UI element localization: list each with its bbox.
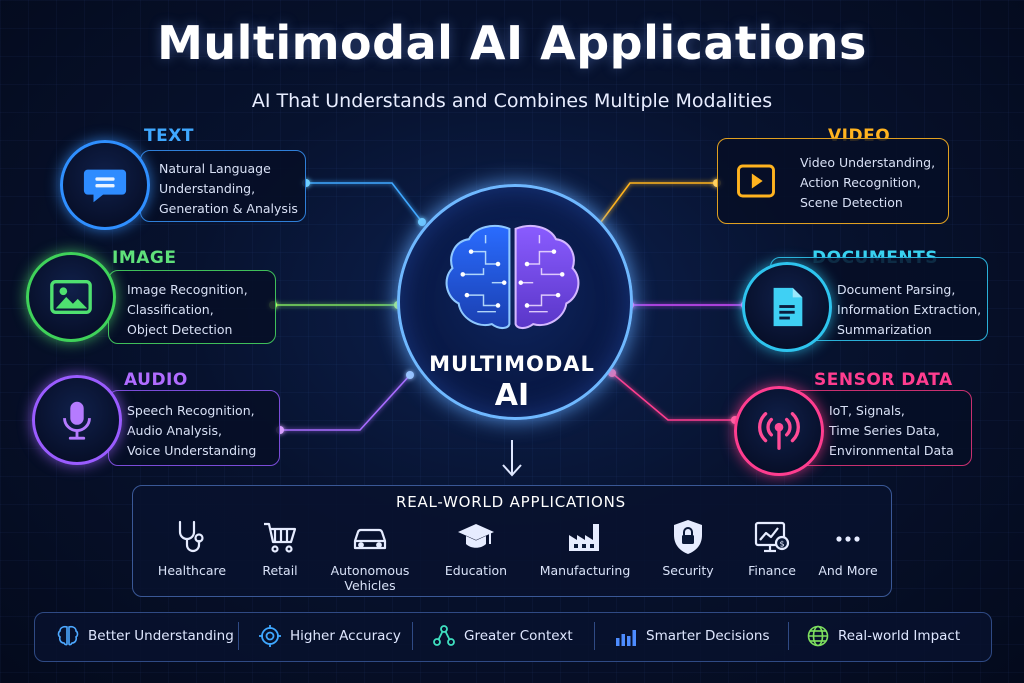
finance-chart-icon: $ <box>754 521 790 553</box>
sensor-desc-line: Environmental Data <box>829 443 954 458</box>
video-connector <box>597 182 717 227</box>
benefit-smarter-decisions: Smarter Decisions <box>614 622 770 650</box>
text-desc-line: Understanding, <box>159 181 256 196</box>
app-label: Security <box>662 563 714 578</box>
video-desc-line: Action Recognition, <box>800 175 921 190</box>
image-modality-box: Image Recognition, Classification, Objec… <box>108 270 276 344</box>
text-hub-node <box>418 218 426 226</box>
globe-icon <box>807 625 829 647</box>
factory-icon <box>569 524 599 551</box>
picture-icon <box>50 279 92 315</box>
app-label: Finance <box>748 563 796 578</box>
benefit-higher-accuracy: Higher Accuracy <box>258 622 401 650</box>
benefit-label: Higher Accuracy <box>290 628 401 644</box>
brain-icon <box>57 625 79 646</box>
audio-desc-line: Voice Understanding <box>127 443 257 458</box>
applications-title: REAL-WORLD APPLICATIONS <box>395 493 627 511</box>
image-icon-circle <box>26 252 116 342</box>
app-healthcare: Healthcare <box>144 517 240 578</box>
audio-modality-title: AUDIO <box>124 370 188 390</box>
app-security: Security <box>640 517 736 578</box>
graduation-cap-icon <box>458 524 494 548</box>
shield-lock-icon <box>674 520 702 554</box>
text-desc-line: Generation & Analysis <box>159 201 298 216</box>
chat-bubble-icon <box>83 169 127 203</box>
bar-chart-icon <box>616 630 636 646</box>
video-desc-line: Video Understanding, <box>800 155 936 170</box>
sensor-connector <box>611 372 735 421</box>
app-label: Education <box>444 563 508 578</box>
audio-desc-line: Audio Analysis, <box>127 423 222 438</box>
app-label: Autonomous Vehicles <box>330 563 410 593</box>
app-label: Manufacturing <box>539 563 631 578</box>
car-icon <box>353 528 387 550</box>
app-label: Retail <box>262 563 298 578</box>
audio-icon-circle <box>32 375 122 465</box>
image-desc-line: Object Detection <box>127 322 233 337</box>
brain-circuit-icon <box>445 225 580 330</box>
applications-panel <box>132 485 892 597</box>
signal-icon <box>758 412 800 450</box>
sensor-modality-title: SENSOR DATA <box>814 370 953 390</box>
benefit-greater-context: Greater Context <box>432 622 573 650</box>
app-finance: $ Finance <box>724 517 820 578</box>
audio-modality-box: Speech Recognition, Audio Analysis, Voic… <box>108 390 280 466</box>
benefit-real-world-impact: Real-world Impact <box>806 622 960 650</box>
hub-label-line2: AI <box>494 378 530 413</box>
benefit-label: Smarter Decisions <box>646 628 770 644</box>
documents-desc-line: Summarization <box>837 322 932 337</box>
text-connector <box>306 182 423 223</box>
page-subtitle: AI That Understands and Combines Multipl… <box>251 90 773 112</box>
benefit-label: Greater Context <box>464 628 573 644</box>
video-desc-line: Scene Detection <box>800 195 903 210</box>
page-title: Multimodal AI Applications <box>157 16 867 70</box>
microphone-icon <box>63 401 91 440</box>
benefit-better-understanding: Better Understanding <box>56 622 234 650</box>
more-dots-icon <box>836 536 860 542</box>
image-desc-line: Image Recognition, <box>127 282 248 297</box>
benefit-divider <box>594 622 595 650</box>
audio-hub-node <box>406 371 414 379</box>
document-icon <box>773 287 803 327</box>
benefit-divider <box>788 622 789 650</box>
benefit-divider <box>238 622 239 650</box>
sensor-icon-circle <box>734 386 824 476</box>
audio-connector <box>280 374 411 431</box>
text-icon-circle <box>60 140 150 230</box>
audio-desc-line: Speech Recognition, <box>127 403 255 418</box>
app-label: Healthcare <box>157 563 227 578</box>
documents-desc-line: Information Extraction, <box>837 302 982 317</box>
text-desc-line: Natural Language <box>159 161 271 176</box>
app-manufacturing: Manufacturing <box>537 517 633 578</box>
target-icon <box>259 625 281 647</box>
sensor-desc-line: Time Series Data, <box>829 423 940 438</box>
app-and-more: And More <box>800 517 896 578</box>
network-icon <box>433 625 455 646</box>
down-arrow-icon <box>502 440 522 477</box>
documents-icon-circle <box>742 262 832 352</box>
text-modality-title: TEXT <box>144 126 194 146</box>
app-education: Education <box>428 517 524 578</box>
benefit-divider <box>412 622 413 650</box>
sensor-desc-line: IoT, Signals, <box>829 403 905 418</box>
app-retail: Retail <box>232 517 328 578</box>
svg-text:$: $ <box>780 540 785 549</box>
benefit-label: Real-world Impact <box>838 628 961 644</box>
benefits-bar <box>34 612 992 662</box>
benefit-label: Better Understanding <box>88 628 234 644</box>
play-icon <box>737 164 775 198</box>
text-modality-box: Natural Language Understanding, Generati… <box>140 150 306 222</box>
app-label: And More <box>818 563 878 578</box>
stethoscope-icon <box>178 520 204 553</box>
cart-icon <box>264 522 297 553</box>
app-autonomous-vehicles: Autonomous Vehicles <box>322 517 418 593</box>
hub-label-line1: MULTIMODAL <box>429 352 595 376</box>
image-modality-title: IMAGE <box>112 248 177 268</box>
documents-desc-line: Document Parsing, <box>837 282 956 297</box>
image-desc-line: Classification, <box>127 302 214 317</box>
